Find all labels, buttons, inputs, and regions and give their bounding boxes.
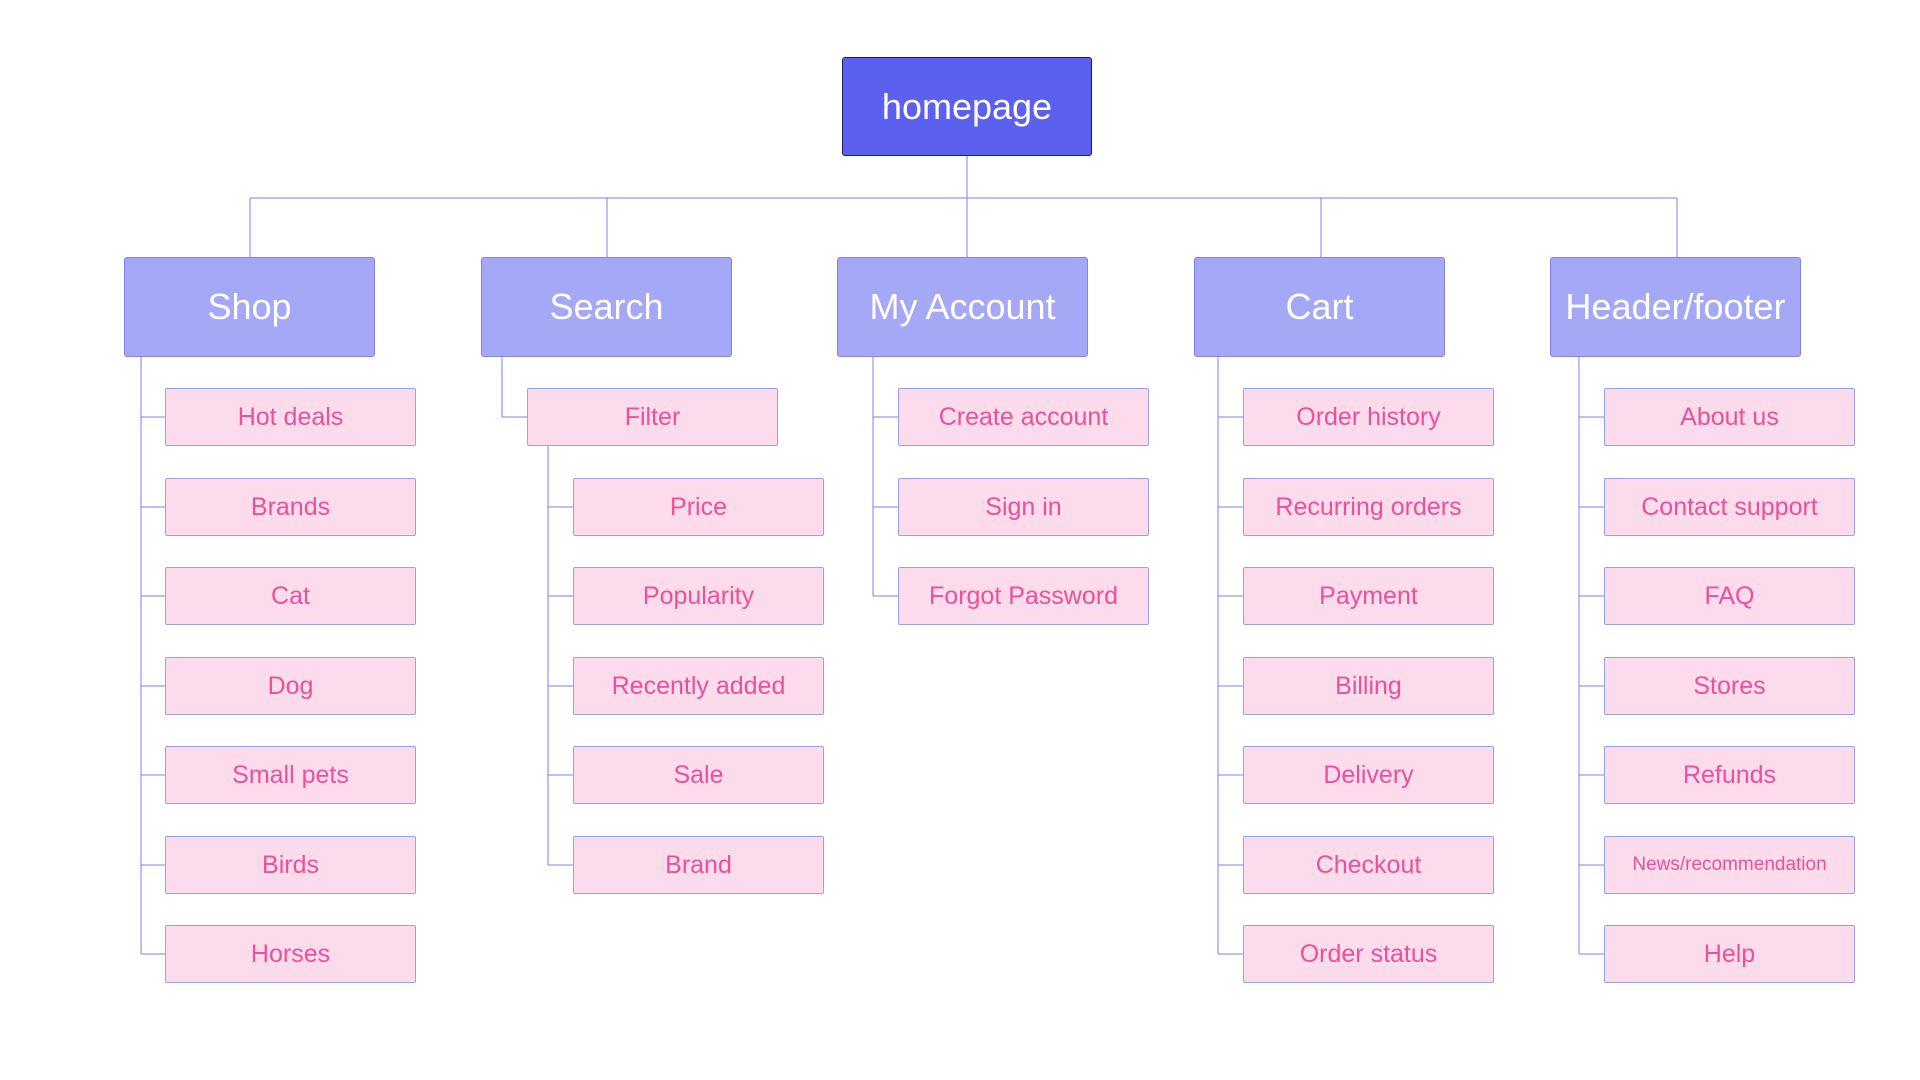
cart-item: Checkout xyxy=(1243,836,1494,894)
shop-item: Birds xyxy=(165,836,416,894)
cart-item: Payment xyxy=(1243,567,1494,625)
cart-item: Order status xyxy=(1243,925,1494,983)
account-item: Sign in xyxy=(898,478,1149,536)
filter-node: Filter xyxy=(527,388,778,446)
my-account-node: My Account xyxy=(837,257,1088,357)
header-footer-item: Contact support xyxy=(1604,478,1855,536)
search-item: Recently added xyxy=(573,657,824,715)
header-footer-item: FAQ xyxy=(1604,567,1855,625)
shop-item: Small pets xyxy=(165,746,416,804)
cart-item: Billing xyxy=(1243,657,1494,715)
header-footer-node: Header/footer xyxy=(1550,257,1801,357)
shop-item: Dog xyxy=(165,657,416,715)
cart-item: Order history xyxy=(1243,388,1494,446)
header-footer-item: News/recommendation xyxy=(1604,836,1855,894)
header-footer-item: About us xyxy=(1604,388,1855,446)
account-item: Create account xyxy=(898,388,1149,446)
header-footer-item: Stores xyxy=(1604,657,1855,715)
header-footer-item: Help xyxy=(1604,925,1855,983)
cart-node: Cart xyxy=(1194,257,1445,357)
cart-item: Recurring orders xyxy=(1243,478,1494,536)
search-item: Sale xyxy=(573,746,824,804)
header-footer-item: Refunds xyxy=(1604,746,1855,804)
search-item: Popularity xyxy=(573,567,824,625)
shop-item: Cat xyxy=(165,567,416,625)
search-item: Brand xyxy=(573,836,824,894)
account-item: Forgot Password xyxy=(898,567,1149,625)
shop-item: Hot deals xyxy=(165,388,416,446)
shop-item: Brands xyxy=(165,478,416,536)
shop-node: Shop xyxy=(124,257,375,357)
cart-item: Delivery xyxy=(1243,746,1494,804)
search-item: Price xyxy=(573,478,824,536)
search-node: Search xyxy=(481,257,732,357)
shop-item: Horses xyxy=(165,925,416,983)
homepage-node: homepage xyxy=(842,57,1092,156)
